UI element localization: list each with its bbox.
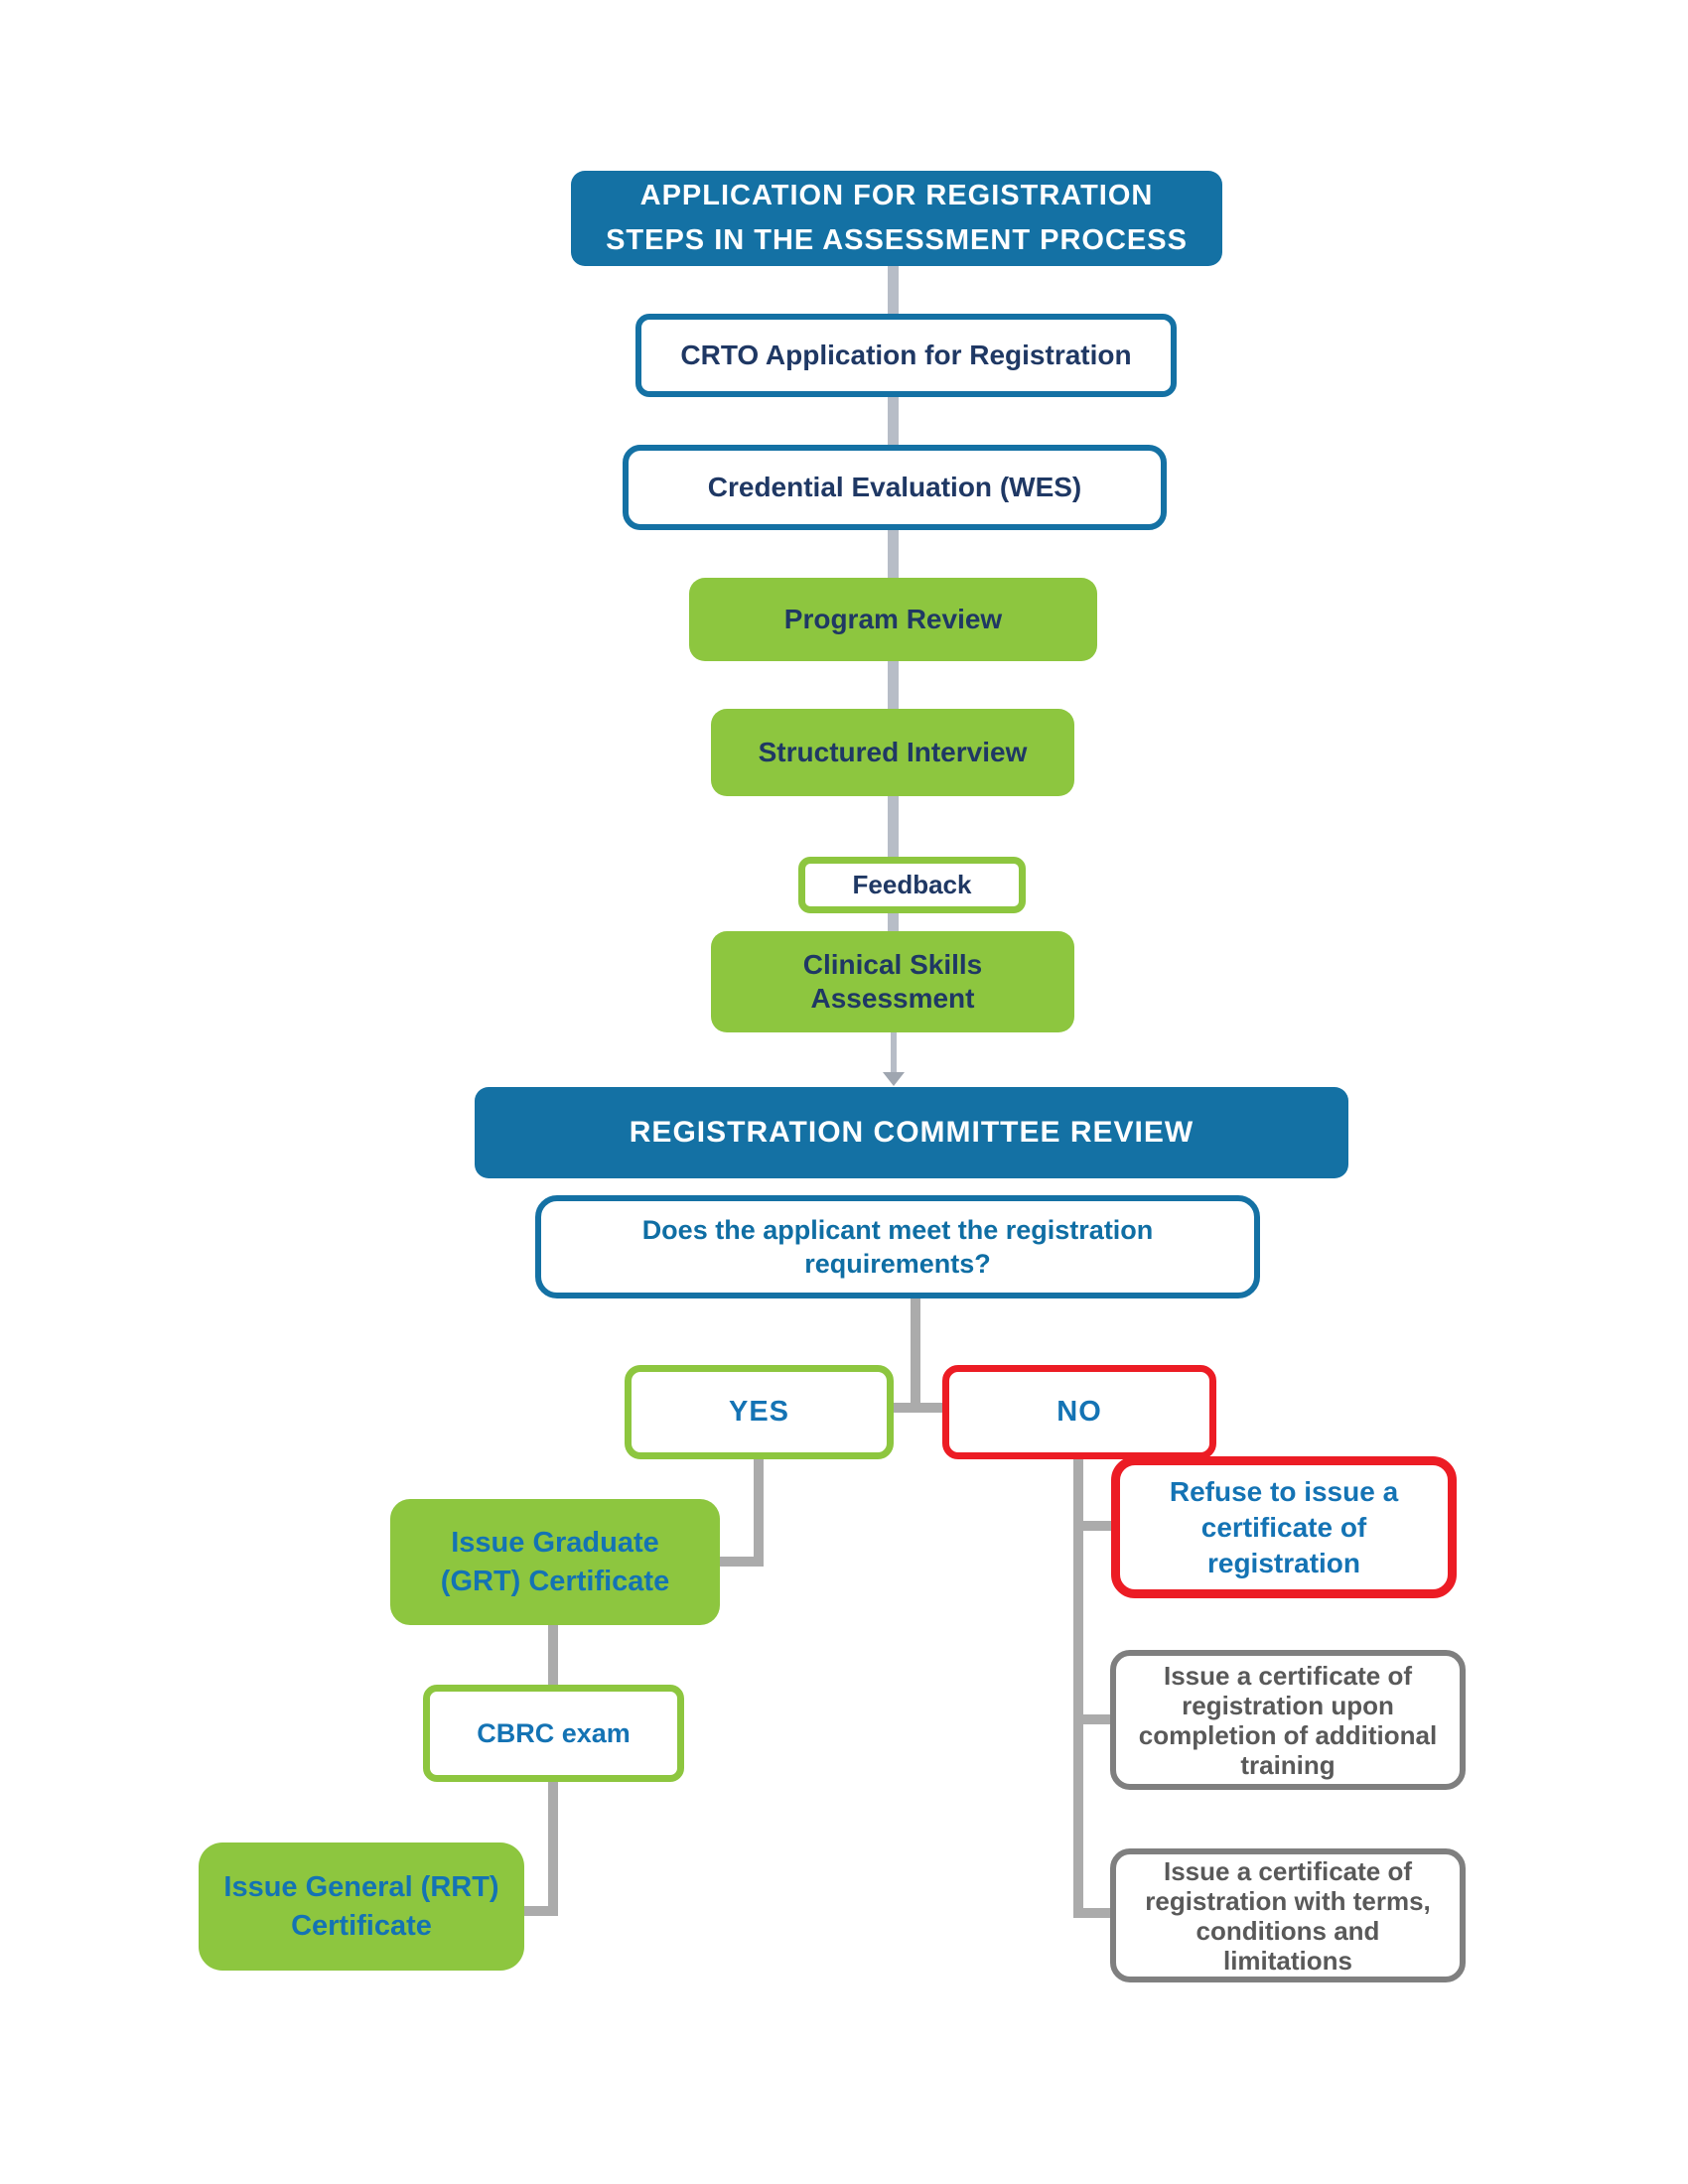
down-arrow-icon — [883, 1072, 905, 1086]
outcome-refuse-certificate: Refuse to issue a certificate of registr… — [1111, 1456, 1457, 1598]
connector-grt-cbrc — [548, 1623, 558, 1687]
connector-feedback-clinical — [888, 911, 899, 933]
step-credential-evaluation: Credential Evaluation (WES) — [623, 445, 1167, 530]
outcome-issue-grt-certificate: Issue Graduate (GRT) Certificate — [390, 1499, 720, 1625]
connector-refuse-stub — [1078, 1521, 1116, 1531]
step-structured-interview: Structured Interview — [711, 709, 1074, 796]
committee-banner: REGISTRATION COMMITTEE REVIEW — [475, 1087, 1348, 1178]
connector-grt-elbow — [716, 1557, 764, 1567]
outcome-line: Issue a certificate of — [1164, 1660, 1412, 1691]
connector-yes-no-bridge — [890, 1403, 946, 1413]
no-label: NO — [1056, 1396, 1102, 1428]
step-cbrc-exam: CBRC exam — [423, 1685, 684, 1782]
connector-clinical-committee — [891, 1032, 897, 1074]
outcome-line: training — [1240, 1749, 1336, 1780]
outcome-certificate-terms-conditions: Issue a certificate of registration with… — [1110, 1848, 1466, 1982]
outcome-line: certificate of — [1200, 1511, 1367, 1543]
outcome-issue-rrt-certificate: Issue General (RRT) Certificate — [199, 1843, 524, 1971]
connector-question-split — [911, 1297, 920, 1410]
question-line: requirements? — [804, 1249, 991, 1279]
outcome-line: (GRT) Certificate — [440, 1565, 670, 1597]
no-box: NO — [942, 1365, 1216, 1459]
step-label: CBRC exam — [477, 1717, 631, 1748]
connector-additional-stub — [1078, 1714, 1115, 1724]
outcome-line: completion of additional — [1138, 1719, 1438, 1750]
yes-label: YES — [728, 1396, 790, 1428]
connector-terms-elbow — [1073, 1908, 1115, 1918]
step-label: CRTO Application for Registration — [680, 340, 1132, 370]
header-line: APPLICATION FOR REGISTRATION — [639, 180, 1154, 211]
header-banner: APPLICATION FOR REGISTRATION STEPS IN TH… — [571, 171, 1222, 266]
outcome-line: Refuse to issue a — [1169, 1475, 1399, 1507]
connector-no-down — [1073, 1457, 1083, 1918]
outcome-line: Certificate — [291, 1909, 432, 1942]
question-line: Does the applicant meet the registration — [641, 1215, 1154, 1245]
connector-crto-credential — [888, 395, 899, 445]
step-feedback: Feedback — [798, 857, 1026, 913]
outcome-line: registration — [1206, 1547, 1361, 1578]
connector-yes-down — [754, 1457, 764, 1567]
connector-header-crto — [888, 262, 899, 314]
connector-program-interview — [888, 659, 899, 709]
connector-interview-feedback — [888, 794, 899, 860]
outcome-line: limitations — [1222, 1945, 1352, 1976]
outcome-line: registration with terms, — [1145, 1885, 1431, 1916]
header-line: STEPS IN THE ASSESSMENT PROCESS — [606, 224, 1188, 256]
connector-cbrc-down — [548, 1780, 558, 1916]
step-label: Feedback — [852, 870, 972, 899]
outcome-line: Issue General (RRT) — [223, 1870, 499, 1903]
outcome-line: registration upon — [1182, 1690, 1394, 1720]
step-clinical-skills-assessment: Clinical Skills Assessment — [711, 931, 1074, 1032]
question-box: Does the applicant meet the registration… — [535, 1195, 1260, 1298]
step-program-review: Program Review — [689, 578, 1097, 661]
step-label-line: Assessment — [810, 983, 975, 1014]
outcome-certificate-additional-training: Issue a certificate of registration upon… — [1110, 1650, 1466, 1790]
yes-box: YES — [625, 1365, 894, 1459]
step-label: Program Review — [783, 604, 1003, 634]
step-label: Structured Interview — [758, 737, 1028, 767]
step-label-line: Clinical Skills — [802, 949, 983, 980]
step-crto-application: CRTO Application for Registration — [635, 314, 1177, 397]
outcome-line: conditions and — [1196, 1915, 1380, 1946]
committee-label: REGISTRATION COMMITTEE REVIEW — [629, 1116, 1195, 1149]
step-label: Credential Evaluation (WES) — [707, 472, 1082, 502]
connector-credential-program — [888, 528, 899, 578]
outcome-line: Issue Graduate — [451, 1526, 659, 1559]
outcome-line: Issue a certificate of — [1164, 1855, 1412, 1886]
connector-rrt-elbow — [520, 1906, 558, 1916]
